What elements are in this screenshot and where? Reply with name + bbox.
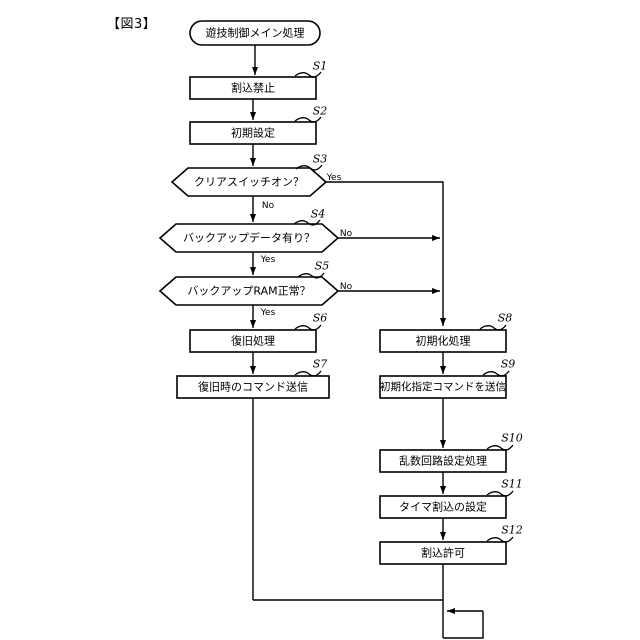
node-s10	[379, 449, 507, 473]
node-s6	[189, 329, 317, 353]
node-s4	[158, 223, 340, 253]
node-s12	[379, 541, 507, 565]
step-leader-lines	[293, 71, 514, 543]
edge-label-s3-yes: Yes	[326, 173, 342, 183]
step-label-s11: S11	[501, 477, 523, 491]
connector-group-left	[250, 45, 258, 600]
step-label-s9: S9	[500, 357, 516, 371]
node-s3	[170, 167, 328, 197]
node-s8	[379, 329, 507, 353]
step-label-s6: S6	[312, 311, 328, 325]
node-s2	[189, 121, 317, 145]
node-s1	[189, 76, 317, 100]
edge-label-s5-yes: Yes	[260, 308, 276, 318]
edge-label-s3-no: No	[261, 201, 275, 211]
node-s7	[176, 375, 330, 399]
step-label-s8: S8	[497, 311, 513, 325]
step-label-s10: S10	[501, 431, 523, 445]
edge-label-s4-yes: Yes	[260, 255, 276, 265]
edge-label-s4-no: No	[339, 229, 353, 239]
step-label-s4: S4	[310, 207, 326, 221]
node-s11	[379, 495, 507, 519]
step-label-s5: S5	[314, 259, 330, 273]
step-label-s2: S2	[312, 104, 328, 118]
connector-group-branch	[326, 181, 446, 326]
step-label-s7: S7	[312, 357, 328, 371]
connector-loop-back	[443, 608, 484, 639]
edge-label-s5-no: No	[339, 282, 353, 292]
node-s9	[379, 375, 507, 399]
node-start	[189, 20, 321, 46]
step-label-s12: S12	[501, 523, 523, 537]
node-s5	[158, 276, 340, 306]
figure-caption: 【図3】	[107, 17, 157, 32]
step-label-s3: S3	[312, 152, 328, 166]
step-label-s1: S1	[312, 59, 328, 73]
